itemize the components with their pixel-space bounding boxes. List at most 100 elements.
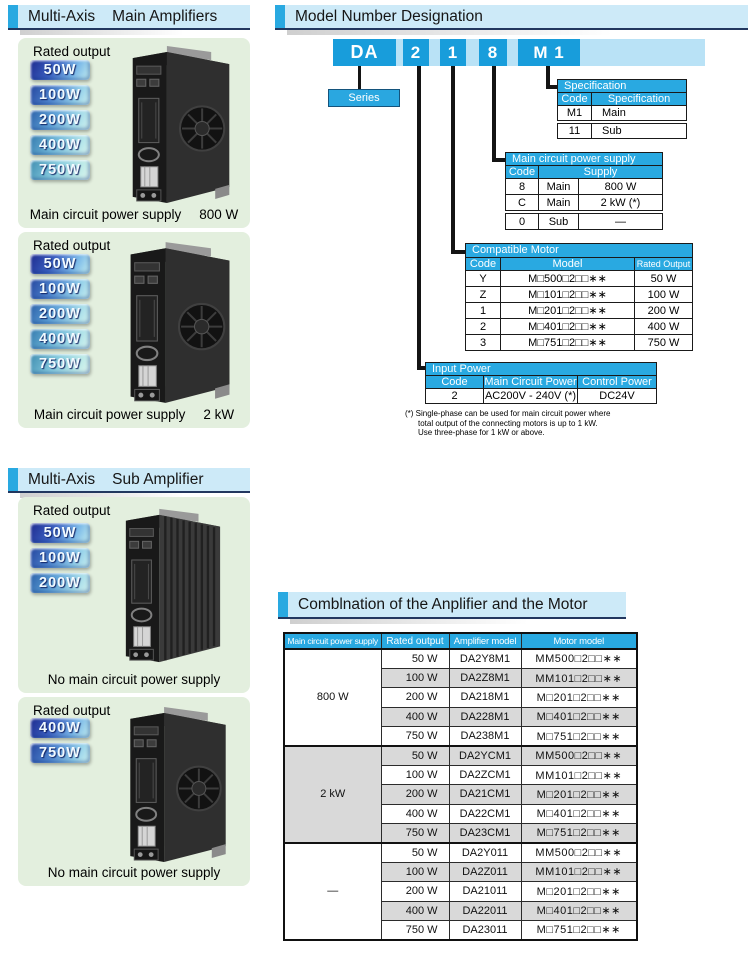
- rated-output-cell: 200 W: [380, 881, 450, 902]
- supply-value: 800 W: [578, 178, 663, 195]
- main-amplifier-2kw-photo: [108, 238, 250, 408]
- header-accent-bar: [8, 5, 18, 28]
- badge-100w: 100W: [30, 548, 90, 568]
- supply-code-0: 0: [505, 213, 539, 230]
- motor-rated-output: 200 W: [634, 302, 693, 319]
- section-title-text: Model Number Designation: [295, 7, 483, 25]
- motor-model: M□101□2□□∗∗: [500, 286, 635, 303]
- rated-output-cell: 200 W: [380, 784, 450, 805]
- col-header-code: Code: [465, 257, 501, 271]
- panel-caption: No main circuit power supply: [18, 672, 250, 687]
- section-title-part1: Multi-Axis: [28, 470, 96, 488]
- amplifier-model-cell: DA2ZCM1: [448, 764, 522, 786]
- motor-model-cell: MM500□2□□∗∗: [520, 647, 638, 669]
- badge-200w: 200W: [30, 110, 90, 130]
- motor-model: M□201□2□□∗∗: [500, 302, 635, 319]
- section-header-sub-amplifier: Multi-Axis Sub Amplifier: [8, 468, 254, 498]
- col-header-code: Code: [505, 165, 539, 179]
- col-header-control-power: Control Power: [577, 375, 657, 389]
- col-header-code: Code: [557, 92, 592, 106]
- spec-code-m1: M1: [557, 105, 592, 121]
- motor-model-cell: MM101□2□□∗∗: [520, 861, 638, 883]
- rated-output-cell: 100 W: [380, 764, 450, 786]
- supply-type: Sub: [538, 213, 579, 230]
- rated-output-cell: 750 W: [380, 919, 450, 941]
- combination-table: Main circuit power supply Rated output A…: [283, 632, 638, 941]
- compatible-motor-table-title: Compatible Motor: [465, 243, 693, 258]
- rated-output-label: Rated output: [33, 44, 111, 59]
- rated-output-label: Rated output: [33, 503, 111, 518]
- motor-model-cell: MM101□2□□∗∗: [520, 764, 638, 786]
- table-row: 100 W DA2ZCM1 MM101□2□□∗∗: [284, 764, 638, 786]
- amplifier-model-cell: DA22CM1: [448, 803, 522, 825]
- panel-caption: Main circuit power supply 800 W: [18, 207, 250, 222]
- motor-model-cell: MM101□2□□∗∗: [520, 667, 638, 689]
- col-header-rated-output: Rated Output: [634, 257, 693, 271]
- col-header-main-circuit-power-supply: Main circuit power supply: [283, 632, 382, 650]
- connector-motor-h: [451, 250, 465, 254]
- amplifier-model-cell: DA228M1: [448, 706, 522, 728]
- amplifier-model-cell: DA23CM1: [448, 823, 522, 844]
- amplifier-model-cell: DA2YCM1: [448, 744, 522, 766]
- section-title: Multi-Axis Main Amplifiers: [18, 8, 217, 26]
- rated-output-badges: 400W 750W: [30, 718, 90, 763]
- motor-code: 1: [465, 302, 501, 319]
- badge-200w: 200W: [30, 304, 90, 324]
- rated-output-cell: 400 W: [380, 803, 450, 825]
- panel-sub-amp-large: Rated output 400W 750W No main circuit p…: [18, 697, 250, 886]
- main-circuit-power-value: AC200V - 240V (*): [483, 388, 578, 404]
- supply-group-2kw: 2 kW: [283, 744, 382, 844]
- amplifier-model-cell: DA22011: [448, 900, 522, 921]
- badge-50w: 50W: [30, 60, 90, 80]
- motor-model-cell: MM500□2□□∗∗: [520, 744, 638, 766]
- rated-output-label: Rated output: [33, 238, 111, 253]
- col-header-amplifier-model: Amplifier model: [448, 632, 522, 650]
- connector-power-supply-v: [492, 66, 496, 162]
- section-title-part2: Sub Amplifier: [112, 470, 204, 488]
- motor-model-cell: M□751□2□□∗∗: [520, 919, 638, 941]
- motor-model-cell: M□201□2□□∗∗: [520, 687, 638, 708]
- connector-spec-v: [546, 66, 550, 89]
- caption-text: Main circuit power supply: [33, 407, 186, 422]
- rated-output-cell: 400 W: [380, 706, 450, 728]
- rated-output-badges: 50W 100W 200W 400W 750W: [30, 254, 90, 374]
- badge-750w: 750W: [30, 743, 90, 763]
- table-row: 400 W DA228M1 M□401□2□□∗∗: [284, 706, 638, 728]
- amplifier-model-cell: DA23011: [448, 919, 522, 941]
- amplifier-model-cell: DA2Y8M1: [448, 647, 522, 669]
- connector-spec-h: [546, 85, 559, 89]
- motor-model-cell: M□751□2□□∗∗: [520, 726, 638, 747]
- spec-code-11: 11: [557, 123, 592, 139]
- table-row: 100 W DA2Z8M1 MM101□2□□∗∗: [284, 667, 638, 689]
- table-row: 400 W DA22011 M□401□2□□∗∗: [284, 900, 638, 921]
- section-header-main-amplifiers: Multi-Axis Main Amplifiers: [8, 5, 254, 35]
- code-box-input-power: 2: [403, 39, 429, 66]
- table-row: 200 W DA21CM1 M□201□2□□∗∗: [284, 784, 638, 805]
- table-row: 200 W DA218M1 M□201□2□□∗∗: [284, 687, 638, 708]
- motor-model: M□500□2□□∗∗: [500, 270, 635, 287]
- col-header-main-circuit-power: Main Circuit Power: [483, 375, 578, 389]
- supply-code-8: 8: [505, 178, 539, 195]
- rated-output-badges: 50W 100W 200W 400W 750W: [30, 60, 90, 180]
- code-box-power-supply: 8: [479, 39, 507, 66]
- amplifier-model-cell: DA2Z011: [448, 861, 522, 883]
- connector-input-power-h: [417, 366, 428, 370]
- rated-output-label: Rated output: [33, 703, 111, 718]
- table-row: — 50 W DA2Y011 MM500□2□□∗∗: [283, 841, 638, 941]
- sub-amplifier-large-photo: [110, 703, 244, 867]
- motor-model-cell: MM500□2□□∗∗: [520, 841, 638, 863]
- rated-output-cell: 200 W: [380, 687, 450, 708]
- motor-code: 3: [465, 334, 501, 351]
- section-title: Multi-Axis Sub Amplifier: [18, 471, 204, 489]
- supply-code-c: C: [505, 194, 539, 211]
- col-header-model: Model: [500, 257, 635, 271]
- header-accent-bar: [275, 5, 285, 28]
- connector-power-supply-h: [492, 158, 506, 162]
- panel-sub-amp-small: Rated output 50W 100W 200W No main circu…: [18, 497, 250, 693]
- header-accent-bar: [278, 592, 288, 617]
- motor-code: Z: [465, 286, 501, 303]
- footnote-line3: Use three-phase for 1 kW or above.: [418, 428, 545, 437]
- motor-model: M□751□2□□∗∗: [500, 334, 635, 351]
- badge-200w: 200W: [30, 573, 90, 593]
